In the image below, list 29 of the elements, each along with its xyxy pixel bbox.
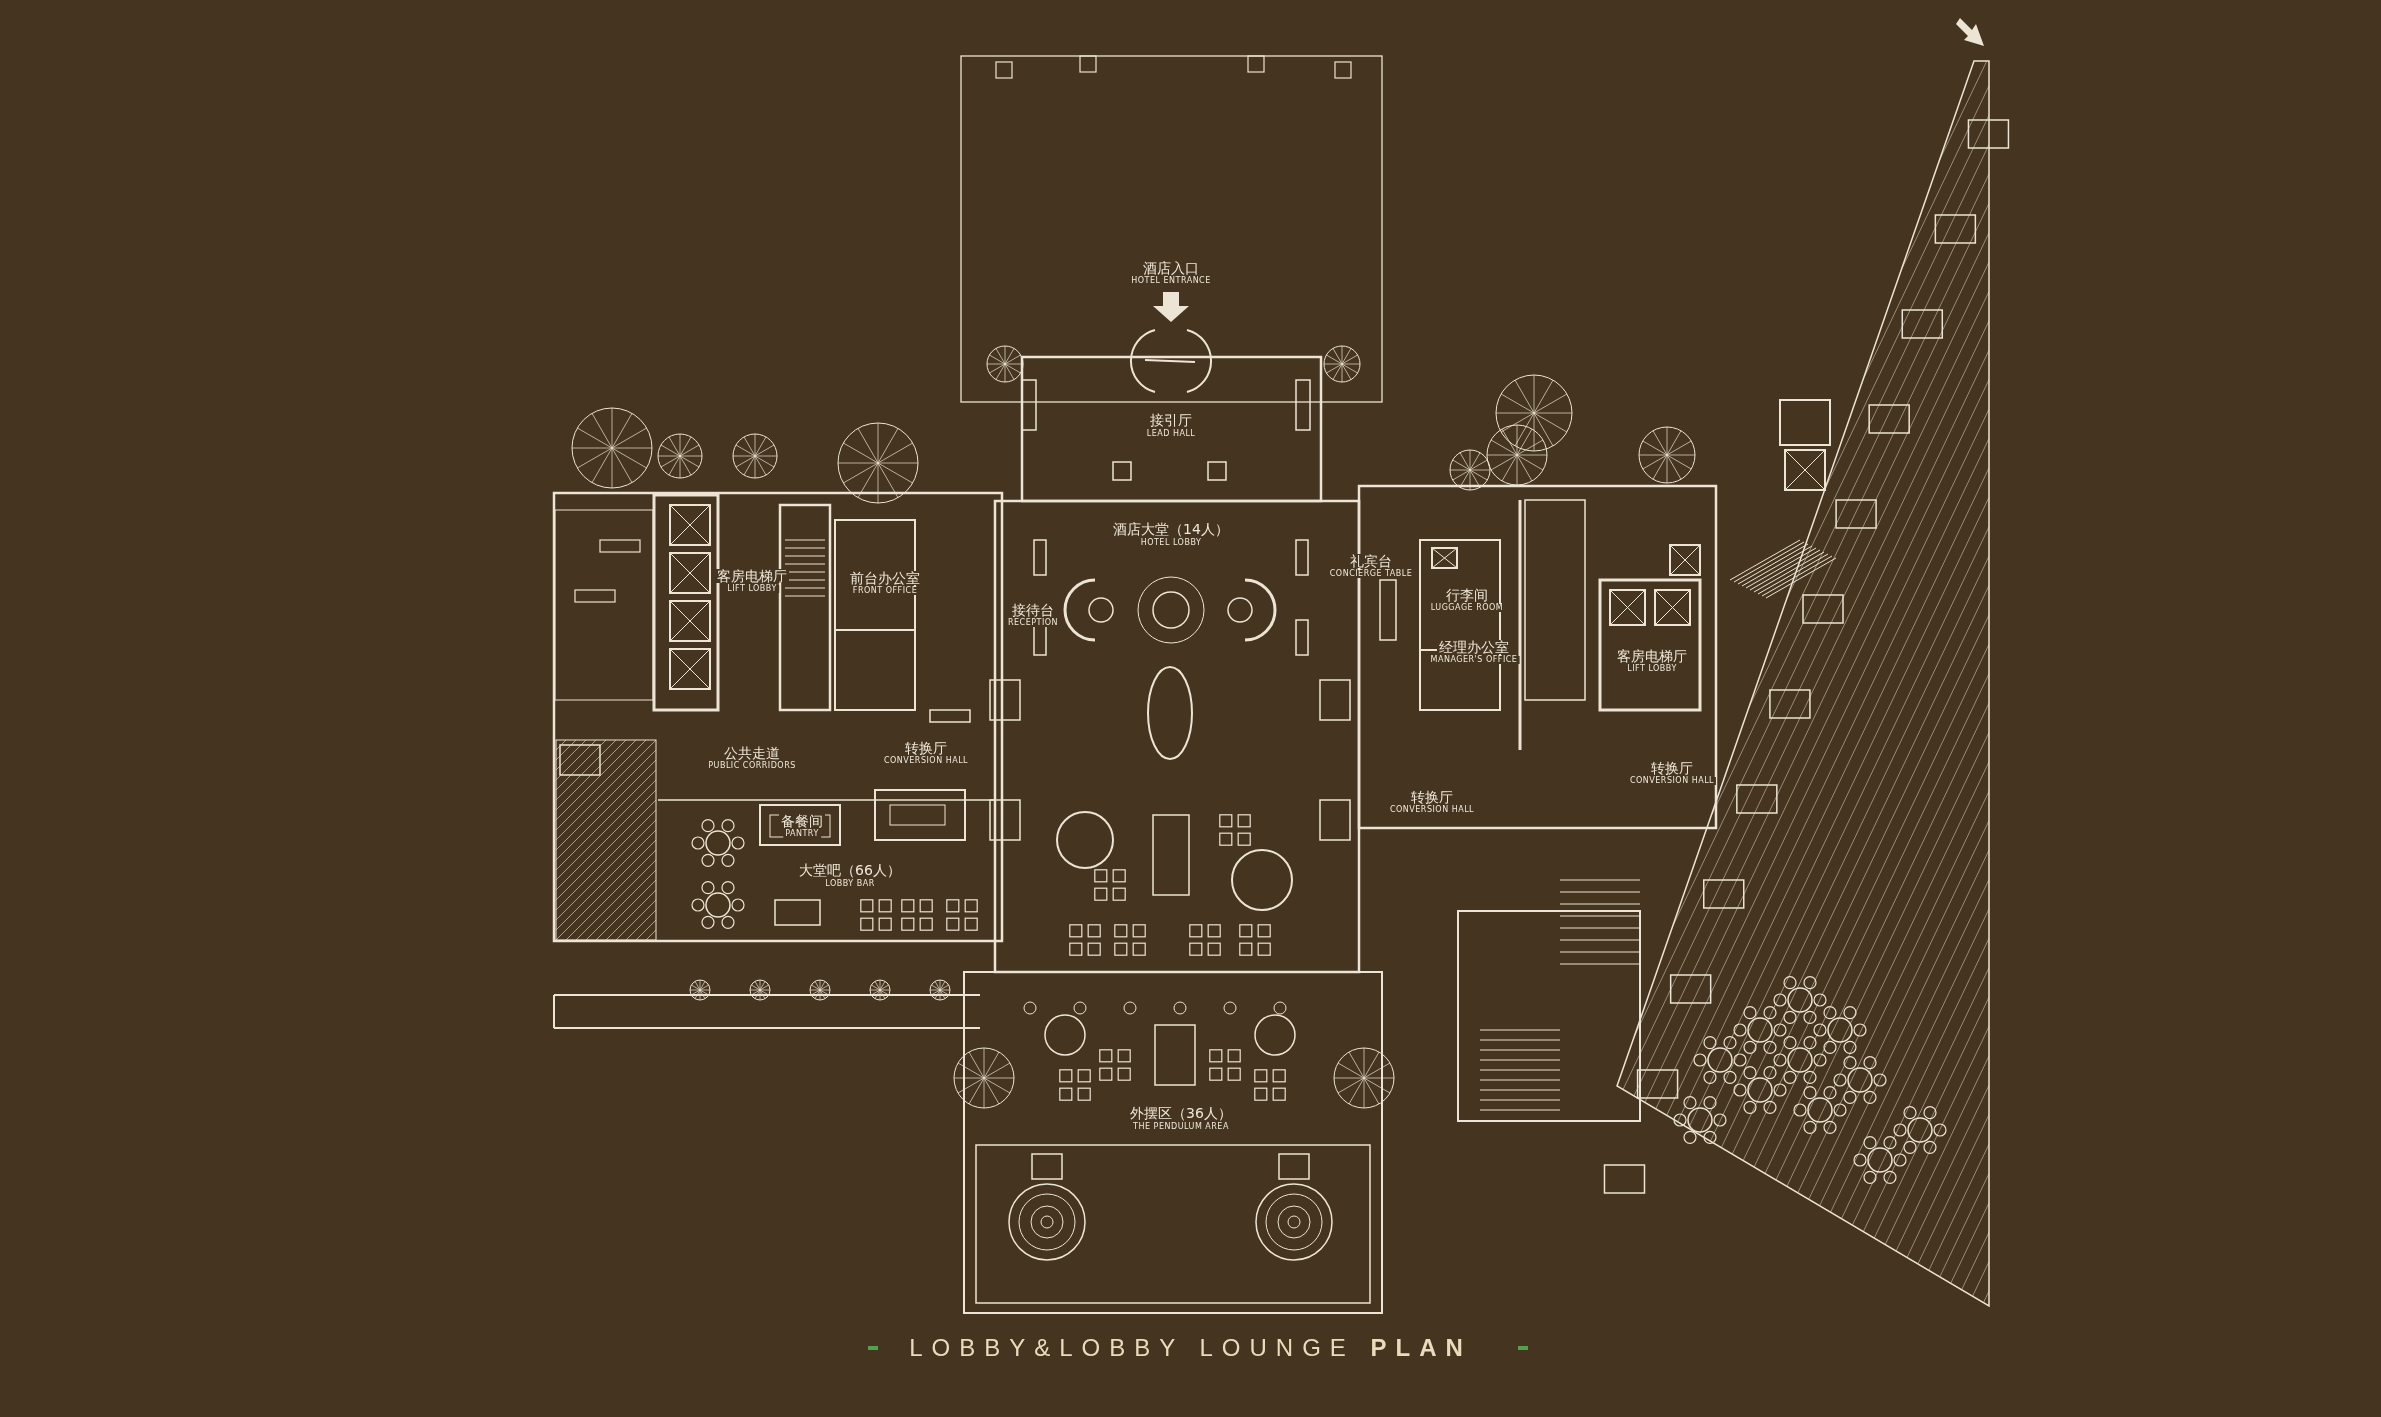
- room-label: 客房电梯厅: [715, 569, 789, 583]
- room-label: 经理办公室: [1437, 640, 1511, 654]
- room-label: 转换厅: [1409, 790, 1455, 804]
- room-label: LIFT LOBBY: [1625, 665, 1679, 673]
- room-label: CONVERSION HALL: [881, 757, 971, 765]
- room-label: 行李间: [1444, 588, 1490, 602]
- room-label: CONVERSION HALL: [1387, 806, 1477, 814]
- room-label: LEAD HALL: [1144, 430, 1198, 438]
- room-label: THE PENDULUM AREA: [1131, 1123, 1231, 1131]
- room-label: 接待台: [1010, 603, 1056, 617]
- room-label: 备餐间: [779, 814, 825, 828]
- room-label: HOTEL LOBBY: [1138, 539, 1204, 547]
- room-label: HOTEL ENTRANCE: [1129, 277, 1213, 285]
- room-label: 礼宾台: [1348, 554, 1394, 568]
- room-label: CONVERSION HALL: [1627, 777, 1717, 785]
- room-label: 客房电梯厅: [1615, 649, 1689, 663]
- room-label: PUBLIC CORRIDORS: [706, 762, 798, 770]
- room-label: 前台办公室: [848, 571, 922, 585]
- room-label: 转换厅: [903, 741, 949, 755]
- room-label: 接引厅: [1148, 413, 1194, 427]
- room-label: 转换厅: [1649, 761, 1695, 775]
- room-label: MANAGER'S OFFICE: [1428, 656, 1520, 664]
- room-label: LIFT LOBBY: [725, 585, 779, 593]
- room-label: FRONT OFFICE: [850, 587, 920, 595]
- room-label: LOBBY BAR: [823, 880, 877, 888]
- room-label: PANTRY: [783, 830, 821, 838]
- room-label: 公共走道: [722, 746, 782, 760]
- room-label: CONCIERGE TABLE: [1327, 570, 1415, 578]
- plan-title: LOBBY&LOBBY LOUNGE PLAN: [909, 1334, 1472, 1362]
